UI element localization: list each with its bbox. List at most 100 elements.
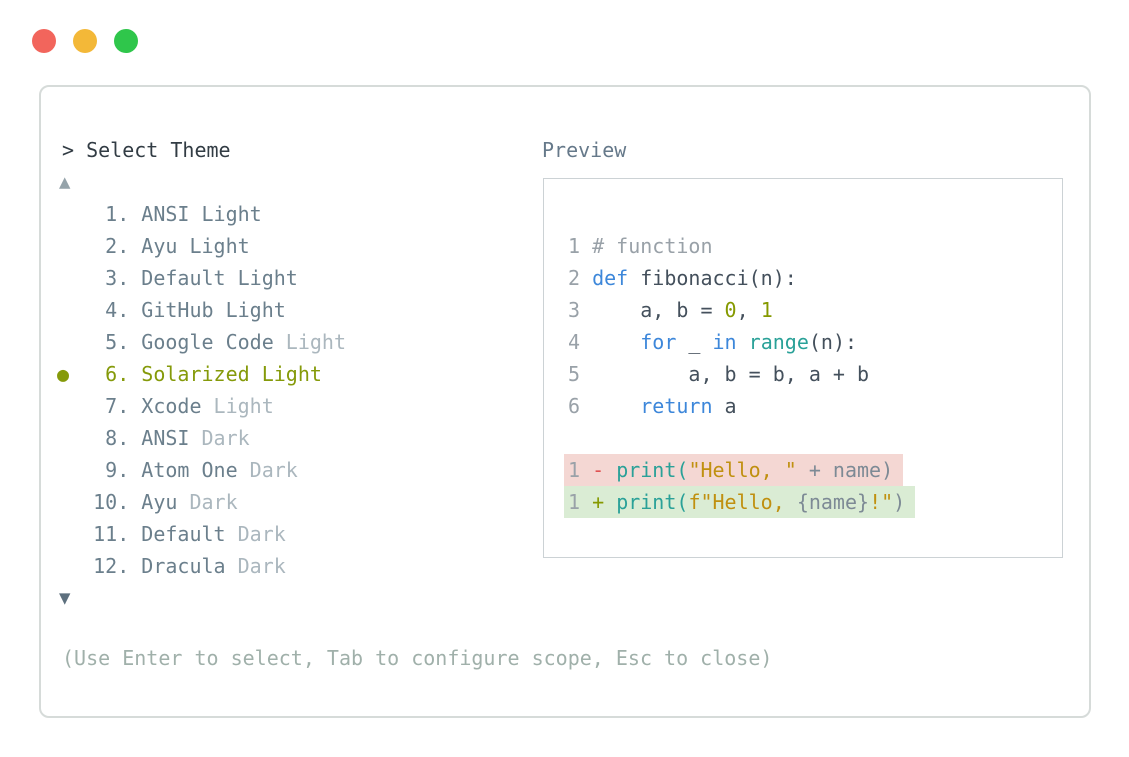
theme-name: Default	[141, 522, 226, 546]
theme-variant: Light	[249, 362, 322, 386]
scroll-down-icon[interactable]: ▼	[59, 587, 71, 609]
theme-number: 8.	[93, 426, 142, 450]
diff-line-removed: 1 - print("Hello, " + name)	[564, 454, 904, 486]
theme-variant: Light	[201, 394, 274, 418]
zoom-window-button[interactable]	[114, 29, 138, 53]
token-comment: # function	[592, 234, 713, 258]
theme-list: 1. ANSI Light 2. Ayu Light 3. Default Li…	[57, 198, 346, 582]
theme-selector-dialog: > Select Theme Preview ▲ 1. ANSI Light 2…	[39, 85, 1091, 718]
token-fn: range	[748, 330, 809, 354]
theme-number: 5.	[93, 330, 142, 354]
theme-item-ansi-light[interactable]: 1. ANSI Light	[57, 198, 346, 230]
theme-variant: Light	[189, 202, 262, 226]
theme-number: 10.	[93, 490, 142, 514]
theme-number: 2.	[93, 234, 142, 258]
theme-item-github-light[interactable]: 4. GitHub Light	[57, 294, 346, 326]
theme-item-default-light[interactable]: 3. Default Light	[57, 262, 346, 294]
bullet-spacer	[57, 426, 93, 450]
diff-lines: 1 - print("Hello, " + name)1 + print(f"H…	[544, 454, 1062, 518]
token-lnum: 5	[568, 362, 593, 386]
dialog-title: > Select Theme	[62, 138, 231, 162]
code-line: 3 a, b = 0, 1	[568, 294, 1062, 326]
bullet-spacer	[57, 202, 93, 226]
theme-name: GitHub	[141, 298, 214, 322]
theme-item-google-code-light[interactable]: 5. Google Code Light	[57, 326, 346, 358]
token-lnum: 4	[568, 330, 593, 354]
bullet-spacer	[57, 522, 93, 546]
token-plain: ,	[736, 298, 761, 322]
code-line: 1 # function	[568, 230, 1062, 262]
theme-number: 6.	[93, 362, 142, 386]
code-line: 6 return a	[568, 390, 1062, 422]
theme-name: ANSI	[141, 426, 190, 450]
theme-item-atom-one-dark[interactable]: 9. Atom One Dark	[57, 454, 346, 486]
theme-variant: Dark	[177, 490, 238, 514]
theme-name: Dracula	[141, 554, 226, 578]
theme-variant: Dark	[225, 522, 286, 546]
token-kw: def	[592, 266, 629, 290]
preview-label: Preview	[542, 138, 627, 162]
token-plain: a	[712, 394, 737, 418]
theme-name: Xcode	[141, 394, 202, 418]
token-plain: _	[676, 330, 713, 354]
token-slate: + name)	[796, 458, 894, 482]
token-lnum: 1	[568, 458, 593, 482]
bullet-spacer	[57, 330, 93, 354]
theme-item-xcode-light[interactable]: 7. Xcode Light	[57, 390, 346, 422]
theme-item-solarized-light[interactable]: ● 6. Solarized Light	[57, 358, 346, 390]
token-plain: (n):	[808, 330, 858, 354]
token-str: "Hello, "	[688, 458, 797, 482]
minimize-window-button[interactable]	[73, 29, 97, 53]
theme-variant: Light	[273, 330, 346, 354]
theme-number: 9.	[93, 458, 142, 482]
bullet-spacer	[57, 298, 93, 322]
bullet-spacer	[57, 554, 93, 578]
theme-item-ayu-dark[interactable]: 10. Ayu Dark	[57, 486, 346, 518]
theme-number: 3.	[93, 266, 142, 290]
bullet-spacer	[57, 266, 93, 290]
scroll-up-icon[interactable]: ▲	[59, 171, 71, 193]
theme-variant: Dark	[189, 426, 250, 450]
code-line: 5 a, b = b, a + b	[568, 358, 1062, 390]
token-fn: print(	[616, 490, 689, 514]
token-lnum: 1	[568, 234, 593, 258]
token-fn: print(	[616, 458, 689, 482]
token-str: f"Hello,	[688, 490, 797, 514]
selected-bullet-icon: ●	[57, 362, 94, 386]
bullet-spacer	[57, 490, 93, 514]
theme-item-default-dark[interactable]: 11. Default Dark	[57, 518, 346, 550]
theme-name: Google Code	[141, 330, 274, 354]
token-numlit: 0	[724, 298, 737, 322]
token-lnum: 3	[568, 298, 593, 322]
theme-number: 12.	[93, 554, 142, 578]
code-line: 4 for _ in range(n):	[568, 326, 1062, 358]
theme-name: ANSI	[141, 202, 190, 226]
diff-line-added: 1 + print(f"Hello, {name}!")	[564, 486, 916, 518]
bullet-spacer	[57, 394, 93, 418]
token-plain	[737, 330, 749, 354]
theme-item-ayu-light[interactable]: 2. Ayu Light	[57, 230, 346, 262]
token-kw: return	[640, 394, 713, 418]
theme-item-dracula-dark[interactable]: 12. Dracula Dark	[57, 550, 346, 582]
token-lnum: 1	[568, 490, 593, 514]
theme-number: 4.	[93, 298, 142, 322]
help-text: (Use Enter to select, Tab to configure s…	[62, 646, 773, 670]
bullet-spacer	[57, 234, 93, 258]
token-lnum: 2	[568, 266, 593, 290]
theme-number: 1.	[93, 202, 142, 226]
token-lnum: 6	[568, 394, 593, 418]
theme-name: Ayu	[141, 234, 178, 258]
token-str: !"	[869, 490, 894, 514]
theme-variant: Dark	[225, 554, 286, 578]
close-window-button[interactable]	[32, 29, 56, 53]
token-plus: +	[592, 490, 617, 514]
token-minus: -	[592, 458, 617, 482]
theme-number: 7.	[93, 394, 142, 418]
token-slate: {name}	[796, 490, 870, 514]
theme-name: Ayu	[141, 490, 178, 514]
theme-number: 11.	[93, 522, 142, 546]
theme-name: Solarized	[141, 362, 250, 386]
theme-item-ansi-dark[interactable]: 8. ANSI Dark	[57, 422, 346, 454]
